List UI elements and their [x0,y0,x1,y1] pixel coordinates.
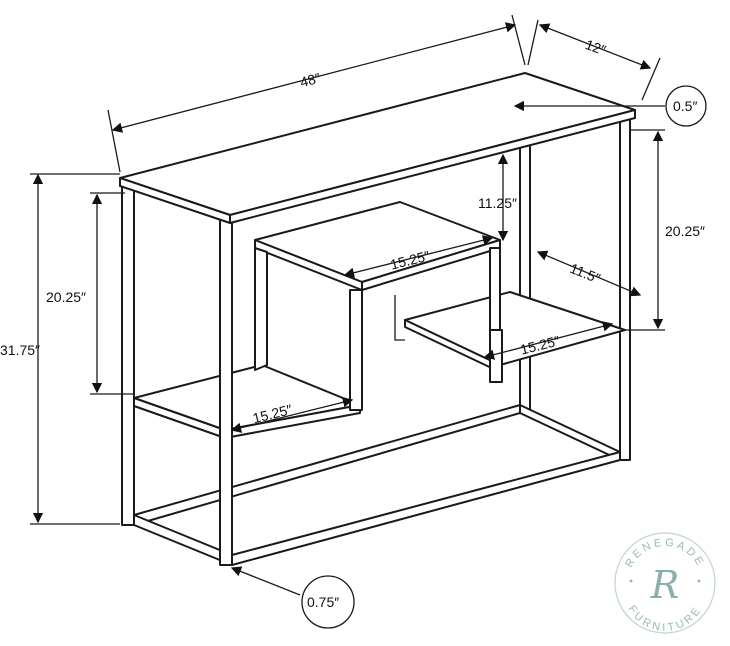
front-left-leg [219,219,233,566]
right-shelf [394,291,626,383]
lower-left-shelf [133,364,361,439]
right-shelf-height-label: 20.25″ [665,223,705,239]
watermark-letter: R [650,563,680,607]
left-shelf-height-label: 20.25″ [46,289,86,305]
dimension-lines [30,14,707,629]
leg-width-label: 0.75″ [307,594,339,610]
renegade-furniture-watermark: RENEGADE FURNITURE R [614,532,716,634]
total-height-label: 31.75″ [0,342,40,358]
table-top [119,72,636,224]
top-thickness-label: 0.5″ [673,98,697,114]
upper-gap-label: 11.25″ [478,195,517,211]
width-label: 48″ [298,70,322,91]
right-shelf-depth-label: 11.5″ [568,260,603,287]
depth-label: 12″ [583,36,608,58]
